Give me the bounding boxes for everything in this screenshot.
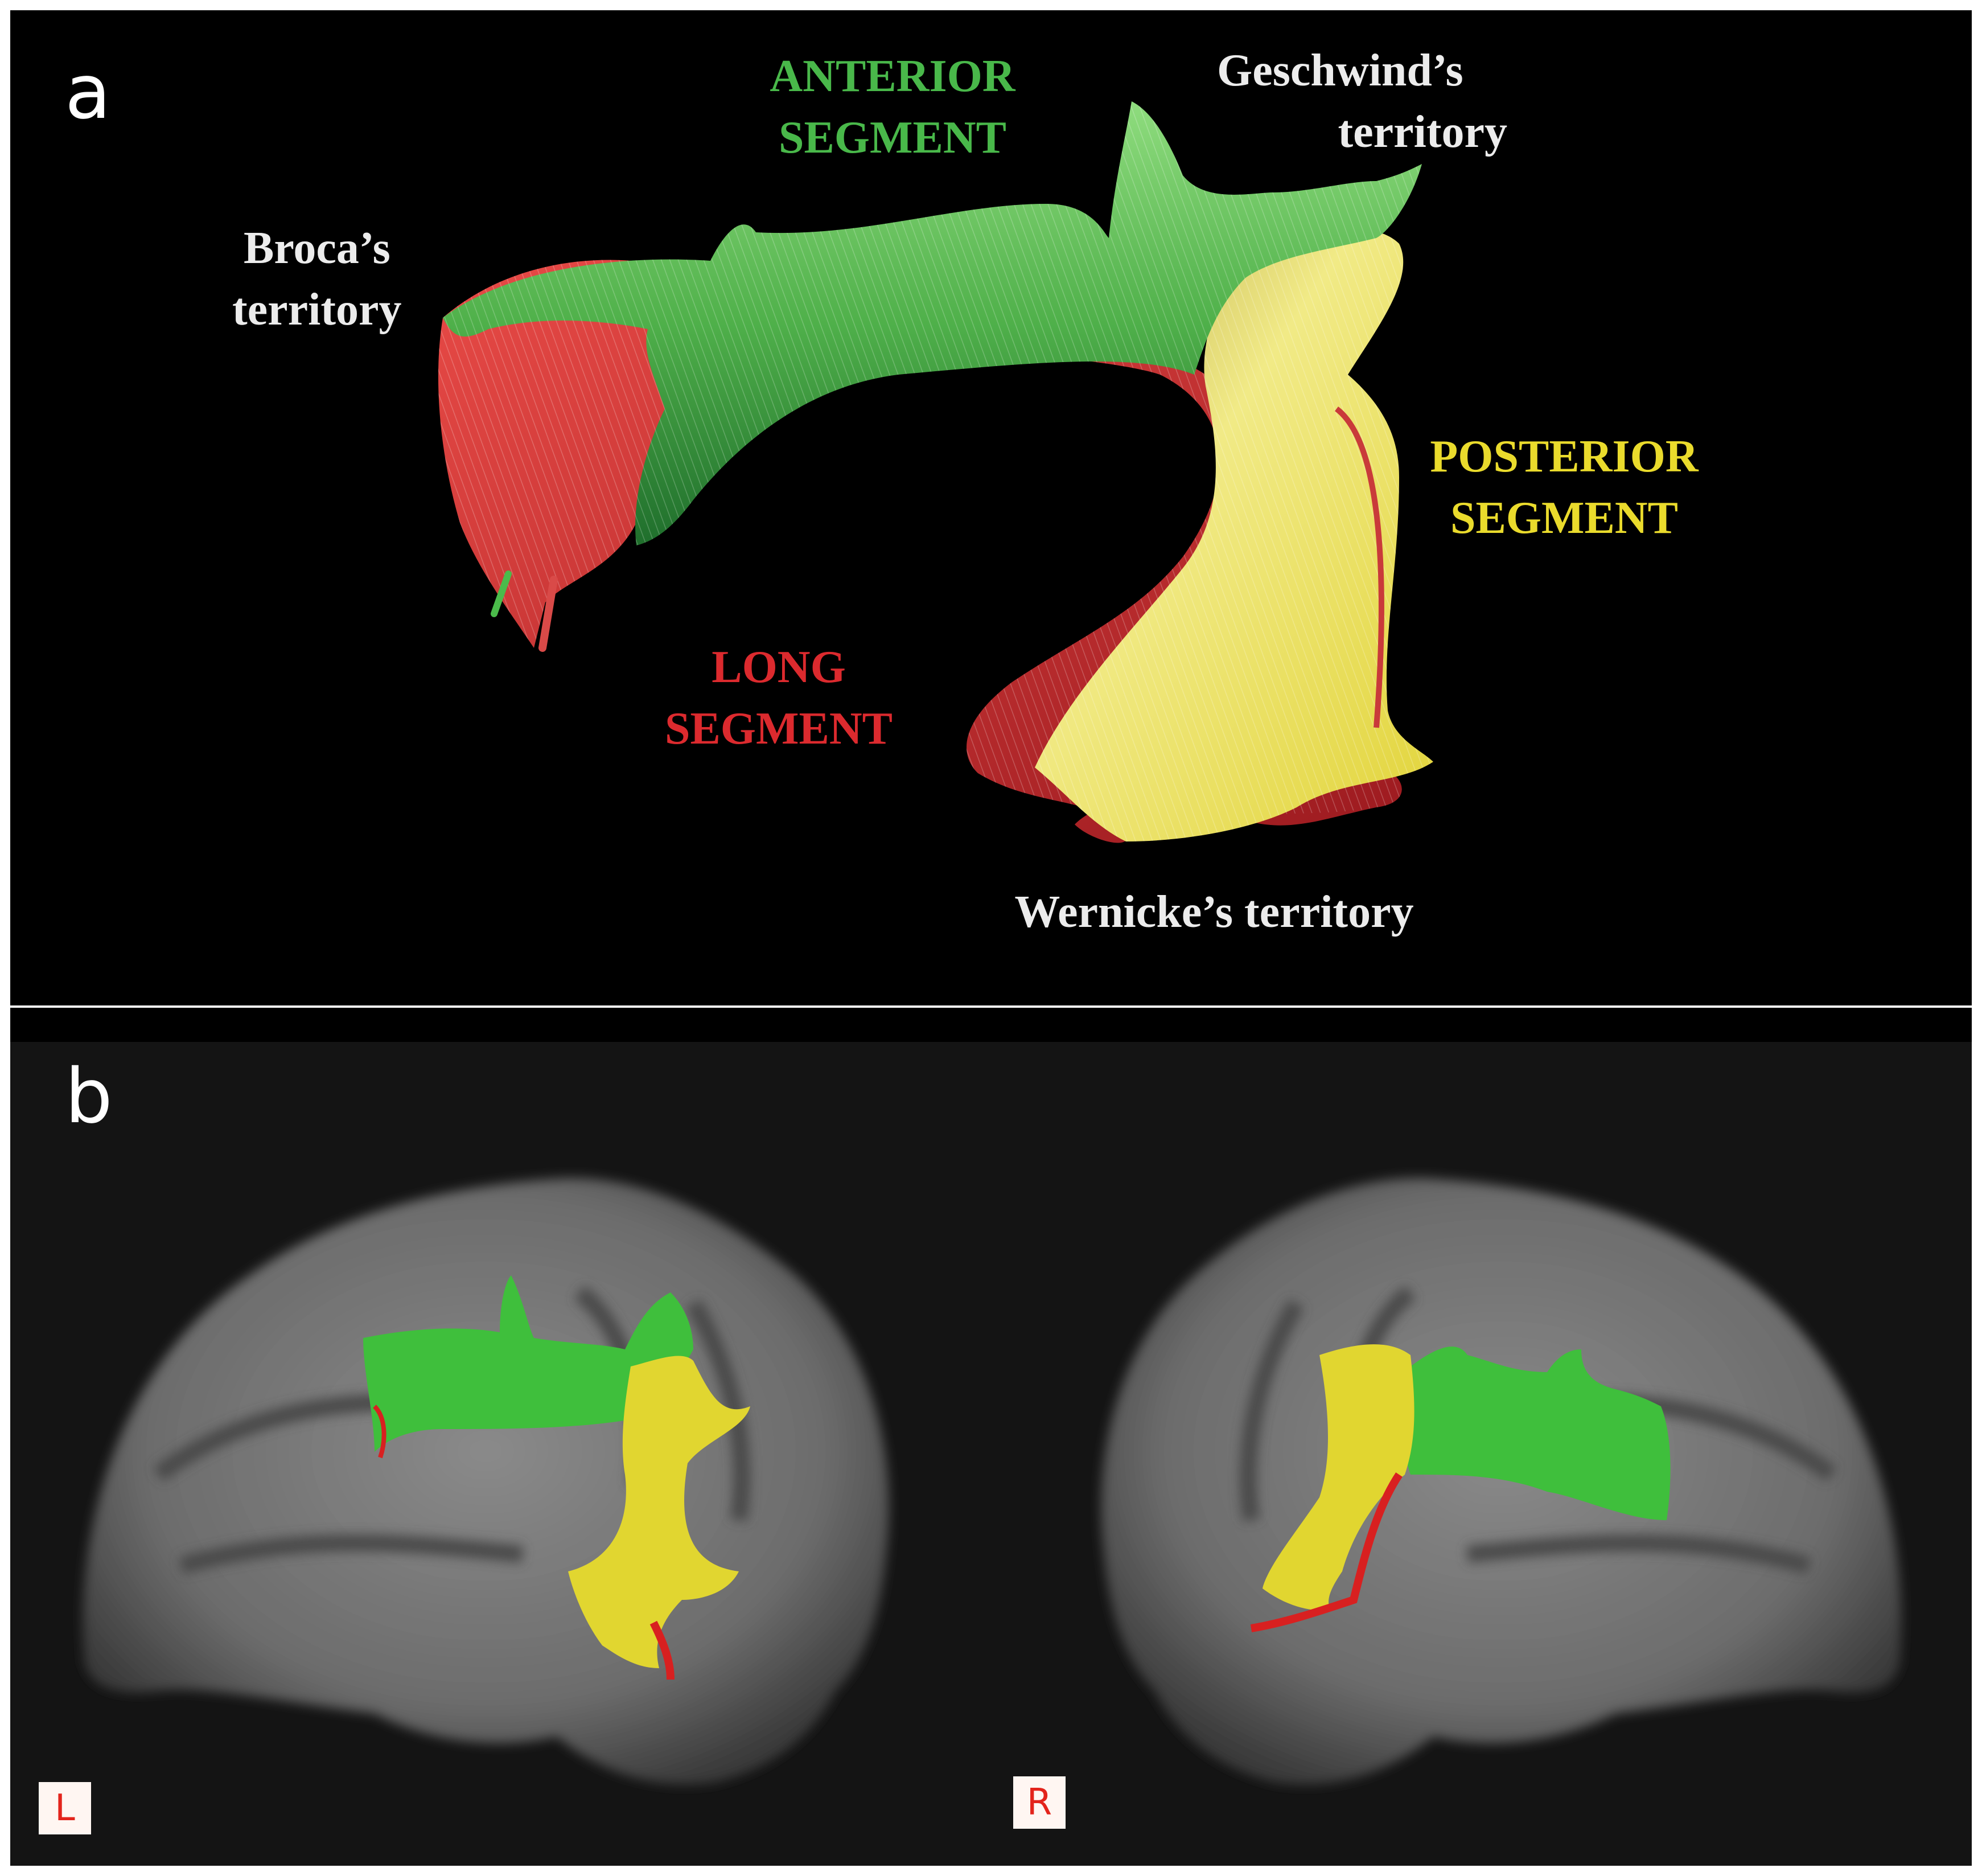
label-posterior-segment: POSTERIOR SEGMENT (1430, 432, 1699, 543)
right-hemisphere-tracts (1250, 1344, 1671, 1632)
sagittal-mri-views (83, 1178, 1902, 1785)
left-hemisphere-brain (83, 1178, 889, 1785)
arcuate-tractography-render (438, 101, 1433, 843)
label-anterior-segment: ANTERIOR SEGMENT (770, 51, 1015, 163)
left-hemisphere-tracts (363, 1275, 750, 1680)
left-hemisphere-badge: L (39, 1782, 91, 1834)
label-wernicke-territory: Wernicke’s territory (1014, 887, 1414, 937)
label-broca-territory: Broca’s territory (232, 223, 402, 335)
panel-b-top-band (10, 1008, 1972, 1042)
anterior-segment-fibers (443, 101, 1422, 545)
label-geschwind-territory: Geschwind’s territory (1217, 46, 1507, 157)
label-long-segment: LONG SEGMENT (664, 642, 893, 754)
panel-a: a ANTERIOR SEGMENT Geschwind’s territory… (10, 10, 1972, 1005)
right-hemisphere-badge: R (1013, 1776, 1066, 1829)
posterior-segment-fibers (1035, 228, 1433, 841)
panel-letter-b: b (65, 1053, 113, 1140)
right-hemisphere-brain (1101, 1178, 1902, 1785)
panel-letter-a: a (65, 48, 111, 136)
panel-b: b L R (10, 1008, 1972, 1866)
